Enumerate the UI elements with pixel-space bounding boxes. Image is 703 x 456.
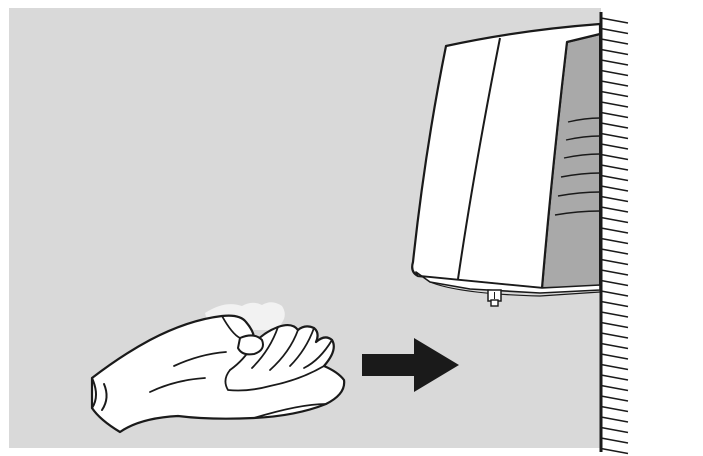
wall-hatch-line [600, 17, 629, 24]
dispenser-side-ridges [554, 117, 601, 216]
wall-hatch-line [600, 374, 629, 381]
wall-hatch-line [600, 185, 629, 192]
hand-finger-lines [149, 326, 333, 419]
wall-hatch-line [600, 216, 629, 224]
wall-hatch-line [600, 426, 629, 434]
wall-hatch-line [600, 395, 629, 402]
wall-hatch-line [600, 416, 629, 423]
dispenser-base [415, 271, 601, 294]
wall-hatch-line [600, 195, 629, 203]
wall-hatch-line [600, 405, 629, 413]
wall-hatch-line [600, 69, 629, 77]
wall-hatch-line [600, 311, 629, 318]
wall-hatch-line [600, 59, 629, 66]
dispenser-nozzle [487, 289, 502, 307]
wall-hatch-line [600, 300, 629, 308]
wall-hatch-line [600, 237, 629, 245]
wall-hatch-line [600, 332, 629, 339]
wall-hatch-line [600, 342, 629, 350]
open-hand-icon [90, 302, 346, 434]
wall-hatch-line [600, 384, 629, 392]
wall-hatch-line [600, 27, 629, 35]
wall-hatch-line [600, 206, 629, 213]
wall-hatch-line [600, 290, 629, 297]
wall-hatch-line [600, 143, 629, 150]
dispenser-front-seam [457, 37, 501, 280]
wall-hatch-line [600, 269, 629, 276]
hand-wrist [91, 377, 108, 411]
wall-hatch-line [600, 447, 629, 455]
wall-hatch-line [600, 101, 629, 108]
wall-hatch-line [600, 258, 629, 266]
right-arrow-icon [362, 338, 459, 392]
wall-hatch-line [600, 48, 629, 56]
wall-hatch-line [600, 111, 629, 119]
wall-hatch-line [600, 153, 629, 161]
wall-hatch-line [600, 279, 629, 287]
wall-hatch-line [600, 437, 629, 444]
wall-hatch-line [600, 353, 629, 360]
wall-mounted-dispenser-icon [411, 22, 602, 307]
wall-hatch-line [600, 132, 629, 140]
wall-hatch-line [600, 90, 629, 98]
hand-palm [90, 314, 346, 434]
wall-hatch-line [600, 363, 629, 371]
wall-hatch-line [600, 164, 629, 171]
wall-hatch-line [600, 122, 629, 129]
wall-hatch-line [600, 38, 629, 45]
wall-hatch-line [600, 248, 629, 255]
hand-thumb [221, 315, 264, 356]
hatched-wall-icon [599, 8, 695, 455]
wall-hatch-line [600, 80, 629, 87]
wall-hatch-line [600, 227, 629, 234]
wall-hatch-line [600, 321, 629, 329]
wall-hatch-line [600, 174, 629, 182]
